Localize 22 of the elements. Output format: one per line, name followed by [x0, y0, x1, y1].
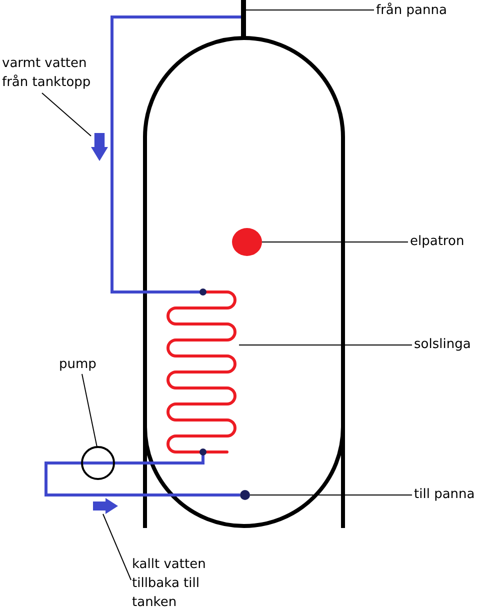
right-arrow-icon [93, 498, 118, 514]
heating-coil [165, 287, 239, 457]
callout-label: solslinga [414, 335, 471, 354]
leader-line [250, 494, 412, 496]
pump-symbol [81, 446, 115, 480]
callout-label: från panna [376, 1, 447, 20]
callout-label: till panna [414, 485, 475, 504]
leader-line [82, 374, 98, 448]
heater-dot-icon [232, 228, 262, 256]
supply-pipe [110, 16, 241, 294]
connection-dot-icon [240, 490, 250, 500]
callout-label: elpatron [410, 232, 464, 251]
leader-line [42, 92, 92, 136]
callout-label: pump [59, 355, 96, 374]
leader-line [102, 514, 132, 580]
inlet-pipe [241, 0, 246, 39]
leader-line [238, 344, 412, 346]
callout-label: varmt vatten från tanktopp [2, 54, 114, 92]
down-arrow-icon [91, 133, 108, 161]
return-pipe [44, 462, 240, 496]
callout-label: kallt vatten tillbaka till tanken [132, 555, 224, 612]
return-pipe [115, 457, 204, 464]
